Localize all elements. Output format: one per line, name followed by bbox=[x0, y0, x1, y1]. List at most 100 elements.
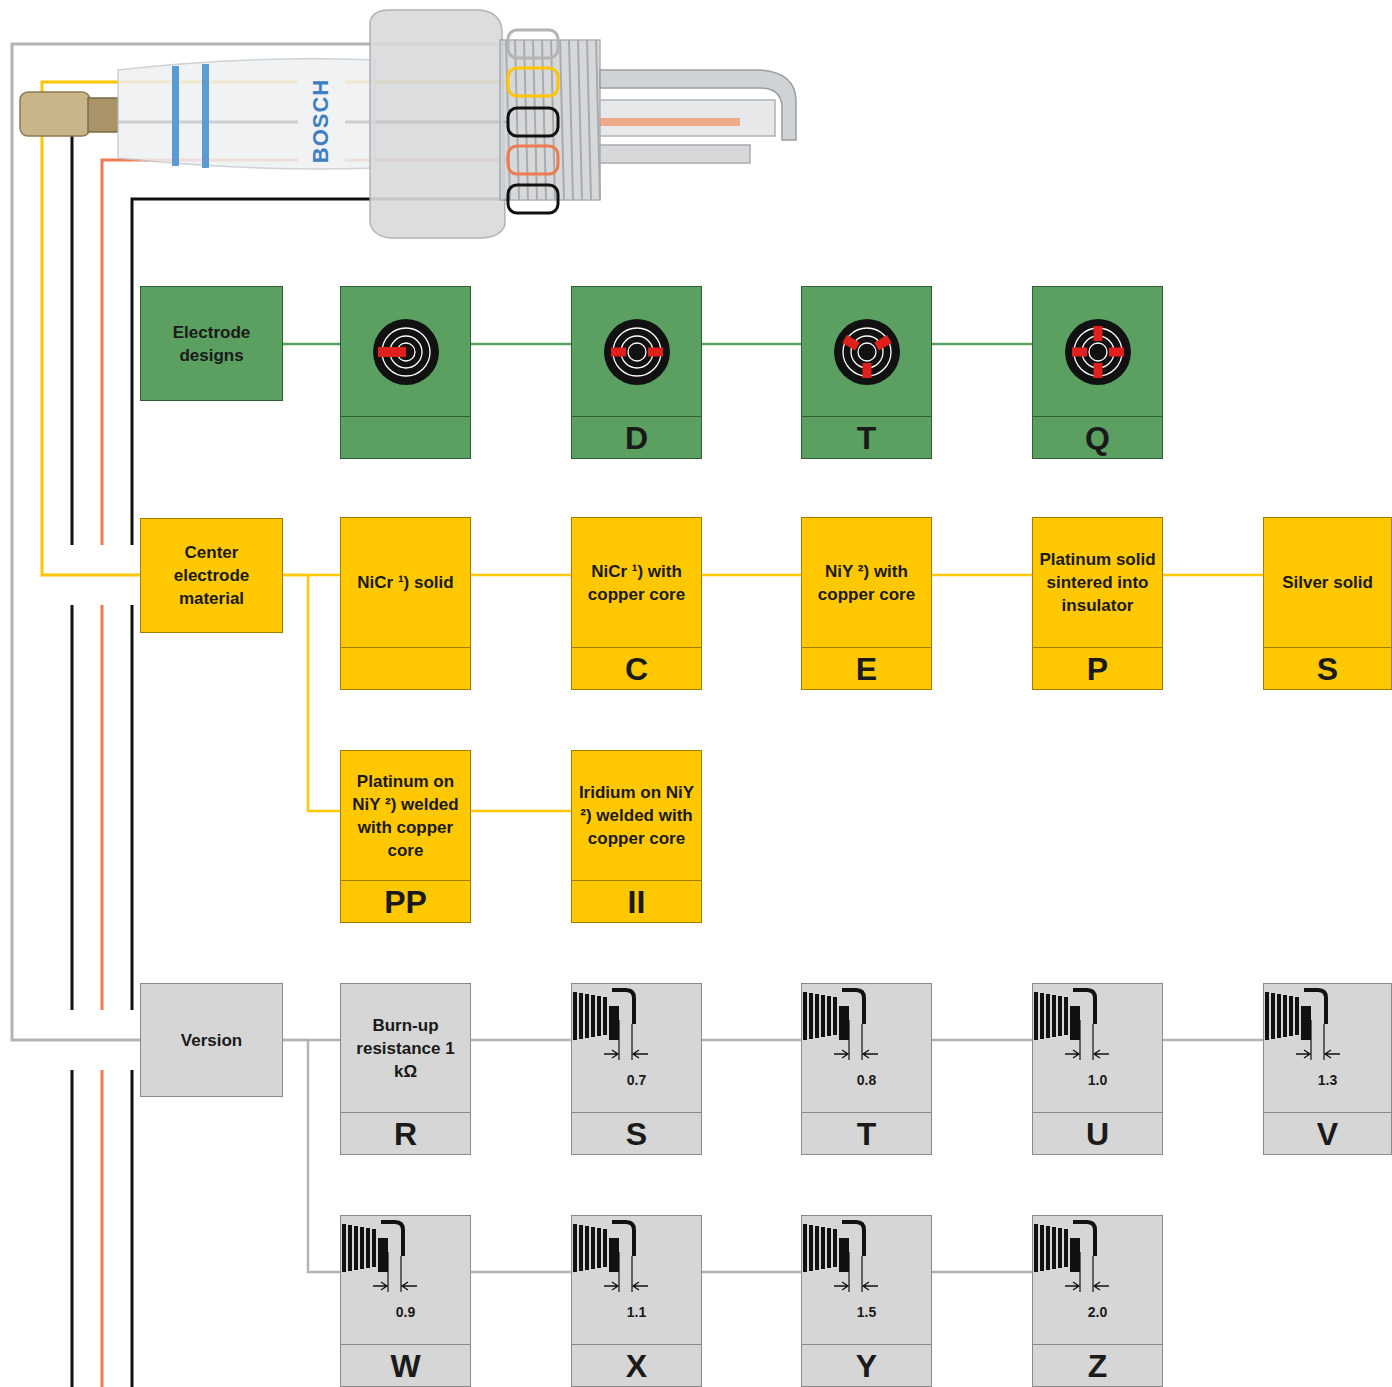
box-body: Center electrode material bbox=[141, 519, 282, 632]
code-letter: R bbox=[394, 1116, 417, 1152]
connector bbox=[471, 574, 571, 577]
connector bbox=[702, 574, 801, 577]
gap-dimension: 0.9 bbox=[341, 1304, 470, 1320]
connector bbox=[471, 1039, 571, 1042]
option-box: 1.0U bbox=[1032, 983, 1163, 1155]
code-letter: W bbox=[390, 1348, 420, 1384]
option-box bbox=[340, 286, 471, 459]
code-letter: II bbox=[628, 884, 646, 920]
code-strip: Y bbox=[802, 1344, 931, 1386]
gap-icon bbox=[1033, 1216, 1164, 1306]
option-box: 1.1X bbox=[571, 1215, 702, 1387]
gap-dimension: 1.1 bbox=[572, 1304, 701, 1320]
option-box: Q bbox=[1032, 286, 1163, 459]
code-strip: E bbox=[802, 647, 931, 689]
box-body: 2.0 bbox=[1033, 1216, 1162, 1344]
option-box: Burn-up resistance 1 kΩ R bbox=[340, 983, 471, 1155]
gap-dimension: 1.3 bbox=[1264, 1072, 1391, 1088]
code-strip: T bbox=[802, 1112, 931, 1154]
code-letter: Y bbox=[856, 1348, 877, 1384]
code-strip: S bbox=[1264, 647, 1391, 689]
option-box: NiY ²) with copper coreE bbox=[801, 517, 932, 690]
box-body: NiCr ¹) with copper core bbox=[572, 518, 701, 647]
code-letter: S bbox=[1317, 651, 1338, 687]
box-body: 1.1 bbox=[572, 1216, 701, 1344]
box-body: Electrode designs bbox=[141, 287, 282, 400]
box-body: 1.3 bbox=[1264, 984, 1391, 1112]
code-strip: S bbox=[572, 1112, 701, 1154]
connector bbox=[932, 1039, 1032, 1042]
electrode-icon bbox=[602, 317, 672, 387]
connector bbox=[932, 1271, 1032, 1274]
category-label: Electrode designs bbox=[141, 321, 282, 367]
code-strip: R bbox=[341, 1112, 470, 1154]
gap-dimension: 1.5 bbox=[802, 1304, 931, 1320]
box-body: Platinum solid sintered into insulator bbox=[1033, 518, 1162, 647]
gap-icon bbox=[1033, 984, 1164, 1074]
code-strip: PP bbox=[341, 880, 470, 922]
gap-icon bbox=[802, 984, 933, 1074]
box-body bbox=[572, 287, 701, 416]
code-letter: V bbox=[1317, 1116, 1338, 1152]
option-box: 0.8T bbox=[801, 983, 932, 1155]
code-letter: X bbox=[626, 1348, 647, 1384]
electrode-icon bbox=[371, 317, 441, 387]
connector bbox=[471, 343, 571, 346]
code-strip: P bbox=[1033, 647, 1162, 689]
connector bbox=[471, 1271, 571, 1274]
brand-text: BOSCH bbox=[308, 79, 334, 163]
material-text: Platinum solid sintered into insulator bbox=[1033, 548, 1162, 617]
box-body: Version bbox=[141, 984, 282, 1096]
box-body: NiY ²) with copper core bbox=[802, 518, 931, 647]
option-box: Platinum solid sintered into insulatorP bbox=[1032, 517, 1163, 690]
option-box: Iridium on NiY ²) welded with copper cor… bbox=[571, 750, 702, 923]
gap-icon bbox=[1264, 984, 1392, 1074]
connector bbox=[283, 575, 340, 811]
category-label: Center electrode material bbox=[141, 541, 282, 610]
material-text: NiCr ¹) with copper core bbox=[572, 560, 701, 606]
box-body: Platinum on NiY ²) welded with copper co… bbox=[341, 751, 470, 880]
material-text: NiCr ¹) solid bbox=[351, 571, 459, 594]
box-body: 0.9 bbox=[341, 1216, 470, 1344]
box-body bbox=[802, 287, 931, 416]
material-text: Silver solid bbox=[1276, 571, 1379, 594]
box-body: Burn-up resistance 1 kΩ bbox=[341, 984, 470, 1112]
electrode-icon bbox=[1063, 317, 1133, 387]
material-text: Platinum on NiY ²) welded with copper co… bbox=[341, 770, 470, 862]
box-body: Silver solid bbox=[1264, 518, 1391, 647]
code-letter: T bbox=[857, 420, 877, 456]
box-body bbox=[1033, 287, 1162, 416]
option-box: T bbox=[801, 286, 932, 459]
connector bbox=[702, 343, 801, 346]
connector bbox=[702, 1039, 801, 1042]
category-box: Version bbox=[140, 983, 283, 1097]
connector bbox=[702, 1271, 801, 1274]
box-body: 1.0 bbox=[1033, 984, 1162, 1112]
code-strip: T bbox=[802, 416, 931, 458]
connector bbox=[932, 343, 1032, 346]
box-body: 0.8 bbox=[802, 984, 931, 1112]
code-strip: Z bbox=[1033, 1344, 1162, 1386]
code-letter: E bbox=[856, 651, 877, 687]
gap-icon bbox=[572, 984, 703, 1074]
connector bbox=[283, 343, 340, 346]
box-body: 0.7 bbox=[572, 984, 701, 1112]
connector bbox=[471, 810, 571, 813]
code-strip bbox=[341, 416, 470, 458]
code-letter: S bbox=[626, 1116, 647, 1152]
gap-icon bbox=[341, 1216, 472, 1306]
box-body: Iridium on NiY ²) welded with copper cor… bbox=[572, 751, 701, 880]
option-box: 0.7S bbox=[571, 983, 702, 1155]
gap-icon bbox=[572, 1216, 703, 1306]
code-strip: X bbox=[572, 1344, 701, 1386]
code-strip: W bbox=[341, 1344, 470, 1386]
connector bbox=[1163, 574, 1263, 577]
code-strip: Q bbox=[1033, 416, 1162, 458]
code-letter: C bbox=[625, 651, 648, 687]
category-box: Center electrode material bbox=[140, 518, 283, 633]
code-strip: U bbox=[1033, 1112, 1162, 1154]
box-body bbox=[341, 287, 470, 416]
option-box: NiCr ¹) solid bbox=[340, 517, 471, 690]
